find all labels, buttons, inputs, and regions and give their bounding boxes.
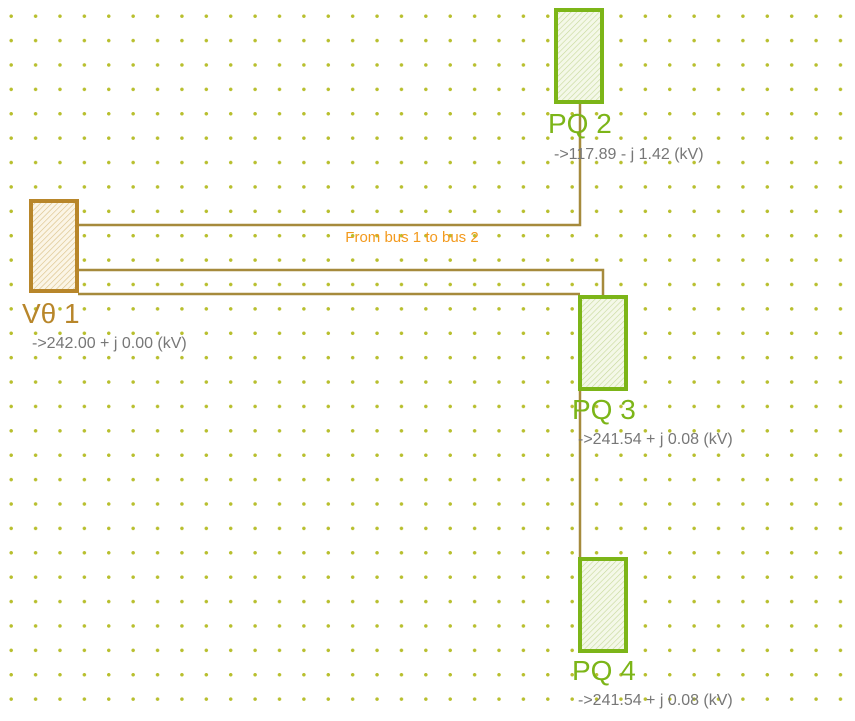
- line-label-bus1-to-bus2: From bus 1 to bus 2: [345, 229, 478, 246]
- bus-pq4-name: PQ 4: [572, 655, 636, 686]
- bus-pq2[interactable]: PQ 2 ->117.89 - j 1.42 (kV): [548, 8, 704, 163]
- bus-v1[interactable]: Vθ 1 ->242.00 + j 0.00 (kV): [22, 199, 187, 352]
- bus-v1-symbol[interactable]: [29, 199, 79, 293]
- bus-pq3-symbol[interactable]: [578, 295, 628, 391]
- bus-pq4[interactable]: PQ 4 ->241.54 + j 0.08 (kV): [572, 557, 733, 709]
- bus-v1-voltage: ->242.00 + j 0.00 (kV): [32, 335, 187, 352]
- bus-pq3-voltage: ->241.54 + j 0.08 (kV): [578, 431, 733, 448]
- bus-pq2-name: PQ 2: [548, 108, 612, 139]
- bus-v1-name: Vθ 1: [22, 298, 80, 329]
- bus-pq3-name: PQ 3: [572, 394, 636, 425]
- bus-pq4-symbol[interactable]: [578, 557, 628, 653]
- line-bus1-to-bus2[interactable]: [78, 102, 582, 227]
- bus-pq3[interactable]: PQ 3 ->241.54 + j 0.08 (kV): [572, 295, 733, 448]
- bus-pq2-symbol[interactable]: [554, 8, 604, 104]
- bus-pq4-voltage: ->241.54 + j 0.08 (kV): [578, 692, 733, 709]
- bus-pq2-voltage: ->117.89 - j 1.42 (kV): [554, 146, 704, 163]
